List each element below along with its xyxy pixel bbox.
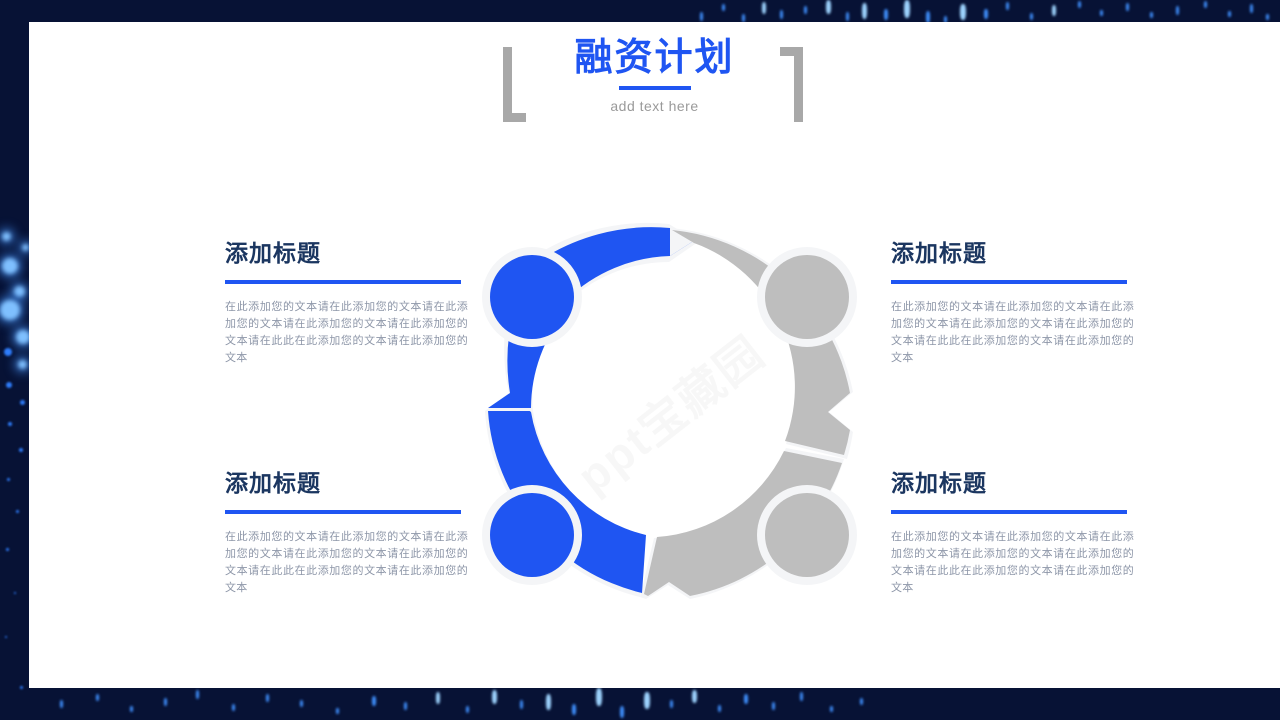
cycle-diagram: ppt宝藏园: [454, 197, 884, 627]
panel-heading: 添加标题: [225, 240, 321, 266]
title-underline: [618, 86, 691, 90]
segment-bottom-right[interactable]: [640, 448, 844, 599]
right-bracket-icon: [772, 47, 803, 122]
title-block: 融资计划 add text here: [29, 34, 1280, 122]
left-bracket-icon: [503, 47, 534, 122]
panel-underline: [225, 280, 461, 284]
panel-body-text: 在此添加您的文本请在此添加您的文本请在此添加您的文本请在此添加您的文本请在此添加…: [891, 301, 1134, 364]
panel-body-text: 在此添加您的文本请在此添加您的文本请在此添加您的文本请在此添加您的文本请在此添加…: [225, 301, 468, 364]
panel-heading: 添加标题: [891, 470, 987, 496]
panel-underline: [225, 510, 461, 514]
page-title: 融资计划: [574, 37, 735, 79]
panel-bottom-left: 添加标题 在此添加您的文本请在此添加您的文本请在此添加您的文本请在此添加您的文本…: [225, 468, 468, 597]
panel-underline: [891, 280, 1127, 284]
segment-bottom-left[interactable]: [485, 265, 646, 597]
panel-body-text: 在此添加您的文本请在此添加您的文本请在此添加您的文本请在此添加您的文本请在此添加…: [891, 531, 1134, 594]
panel-heading: 添加标题: [891, 240, 987, 266]
segment-top-right[interactable]: [669, 224, 857, 600]
panel-bottom-right: 添加标题 在此添加您的文本请在此添加您的文本请在此添加您的文本请在此添加您的文本…: [891, 468, 1134, 597]
panel-top-right: 添加标题 在此添加您的文本请在此添加您的文本请在此添加您的文本请在此添加您的文本…: [891, 238, 1134, 367]
panel-top-left: 添加标题 在此添加您的文本请在此添加您的文本请在此添加您的文本请在此添加您的文本…: [225, 238, 468, 367]
panel-heading: 添加标题: [225, 470, 321, 496]
cycle-diagram-svg: [482, 222, 857, 600]
panel-body-text: 在此添加您的文本请在此添加您的文本请在此添加您的文本请在此添加您的文本请在此添加…: [225, 531, 468, 594]
panel-underline: [891, 510, 1127, 514]
page-subtitle: add text here: [610, 98, 699, 114]
slide-content-card: 融资计划 add text here 添加标题 在此添加您的文本请在此添加您的文…: [29, 22, 1280, 688]
